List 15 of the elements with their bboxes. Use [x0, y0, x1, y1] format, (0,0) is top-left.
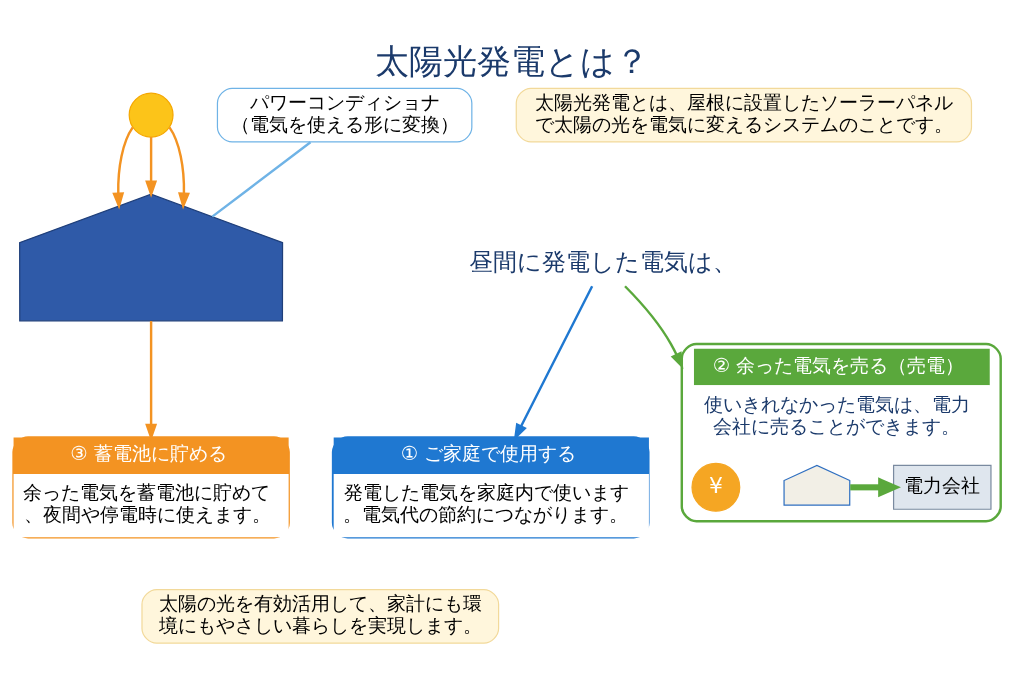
arrow [168, 126, 190, 210]
node-box: 太陽光発電とは、屋根に設置したソーラーパネルで太陽の光を電気に変えるシステムのことです。 [515, 87, 973, 142]
diagram-title: 太陽光発電とは？ [375, 40, 649, 81]
node-box: パワーコンディショナ （電気を使える形に変換） [216, 87, 473, 142]
arrow [145, 136, 158, 198]
arrow [112, 126, 134, 210]
connector [211, 140, 312, 218]
arrow [850, 476, 901, 497]
node-box: 電力会社 [893, 464, 992, 510]
arrow [624, 284, 684, 369]
node-box: 太陽の光を有効活用して、家計にも環境にもやさしい暮らしを実現します。 [141, 588, 500, 644]
node-circle [128, 92, 174, 138]
node-house [783, 464, 851, 506]
node-text: 昼間に発電した電気は、 [468, 246, 737, 276]
node-circle: ¥ [691, 462, 741, 512]
